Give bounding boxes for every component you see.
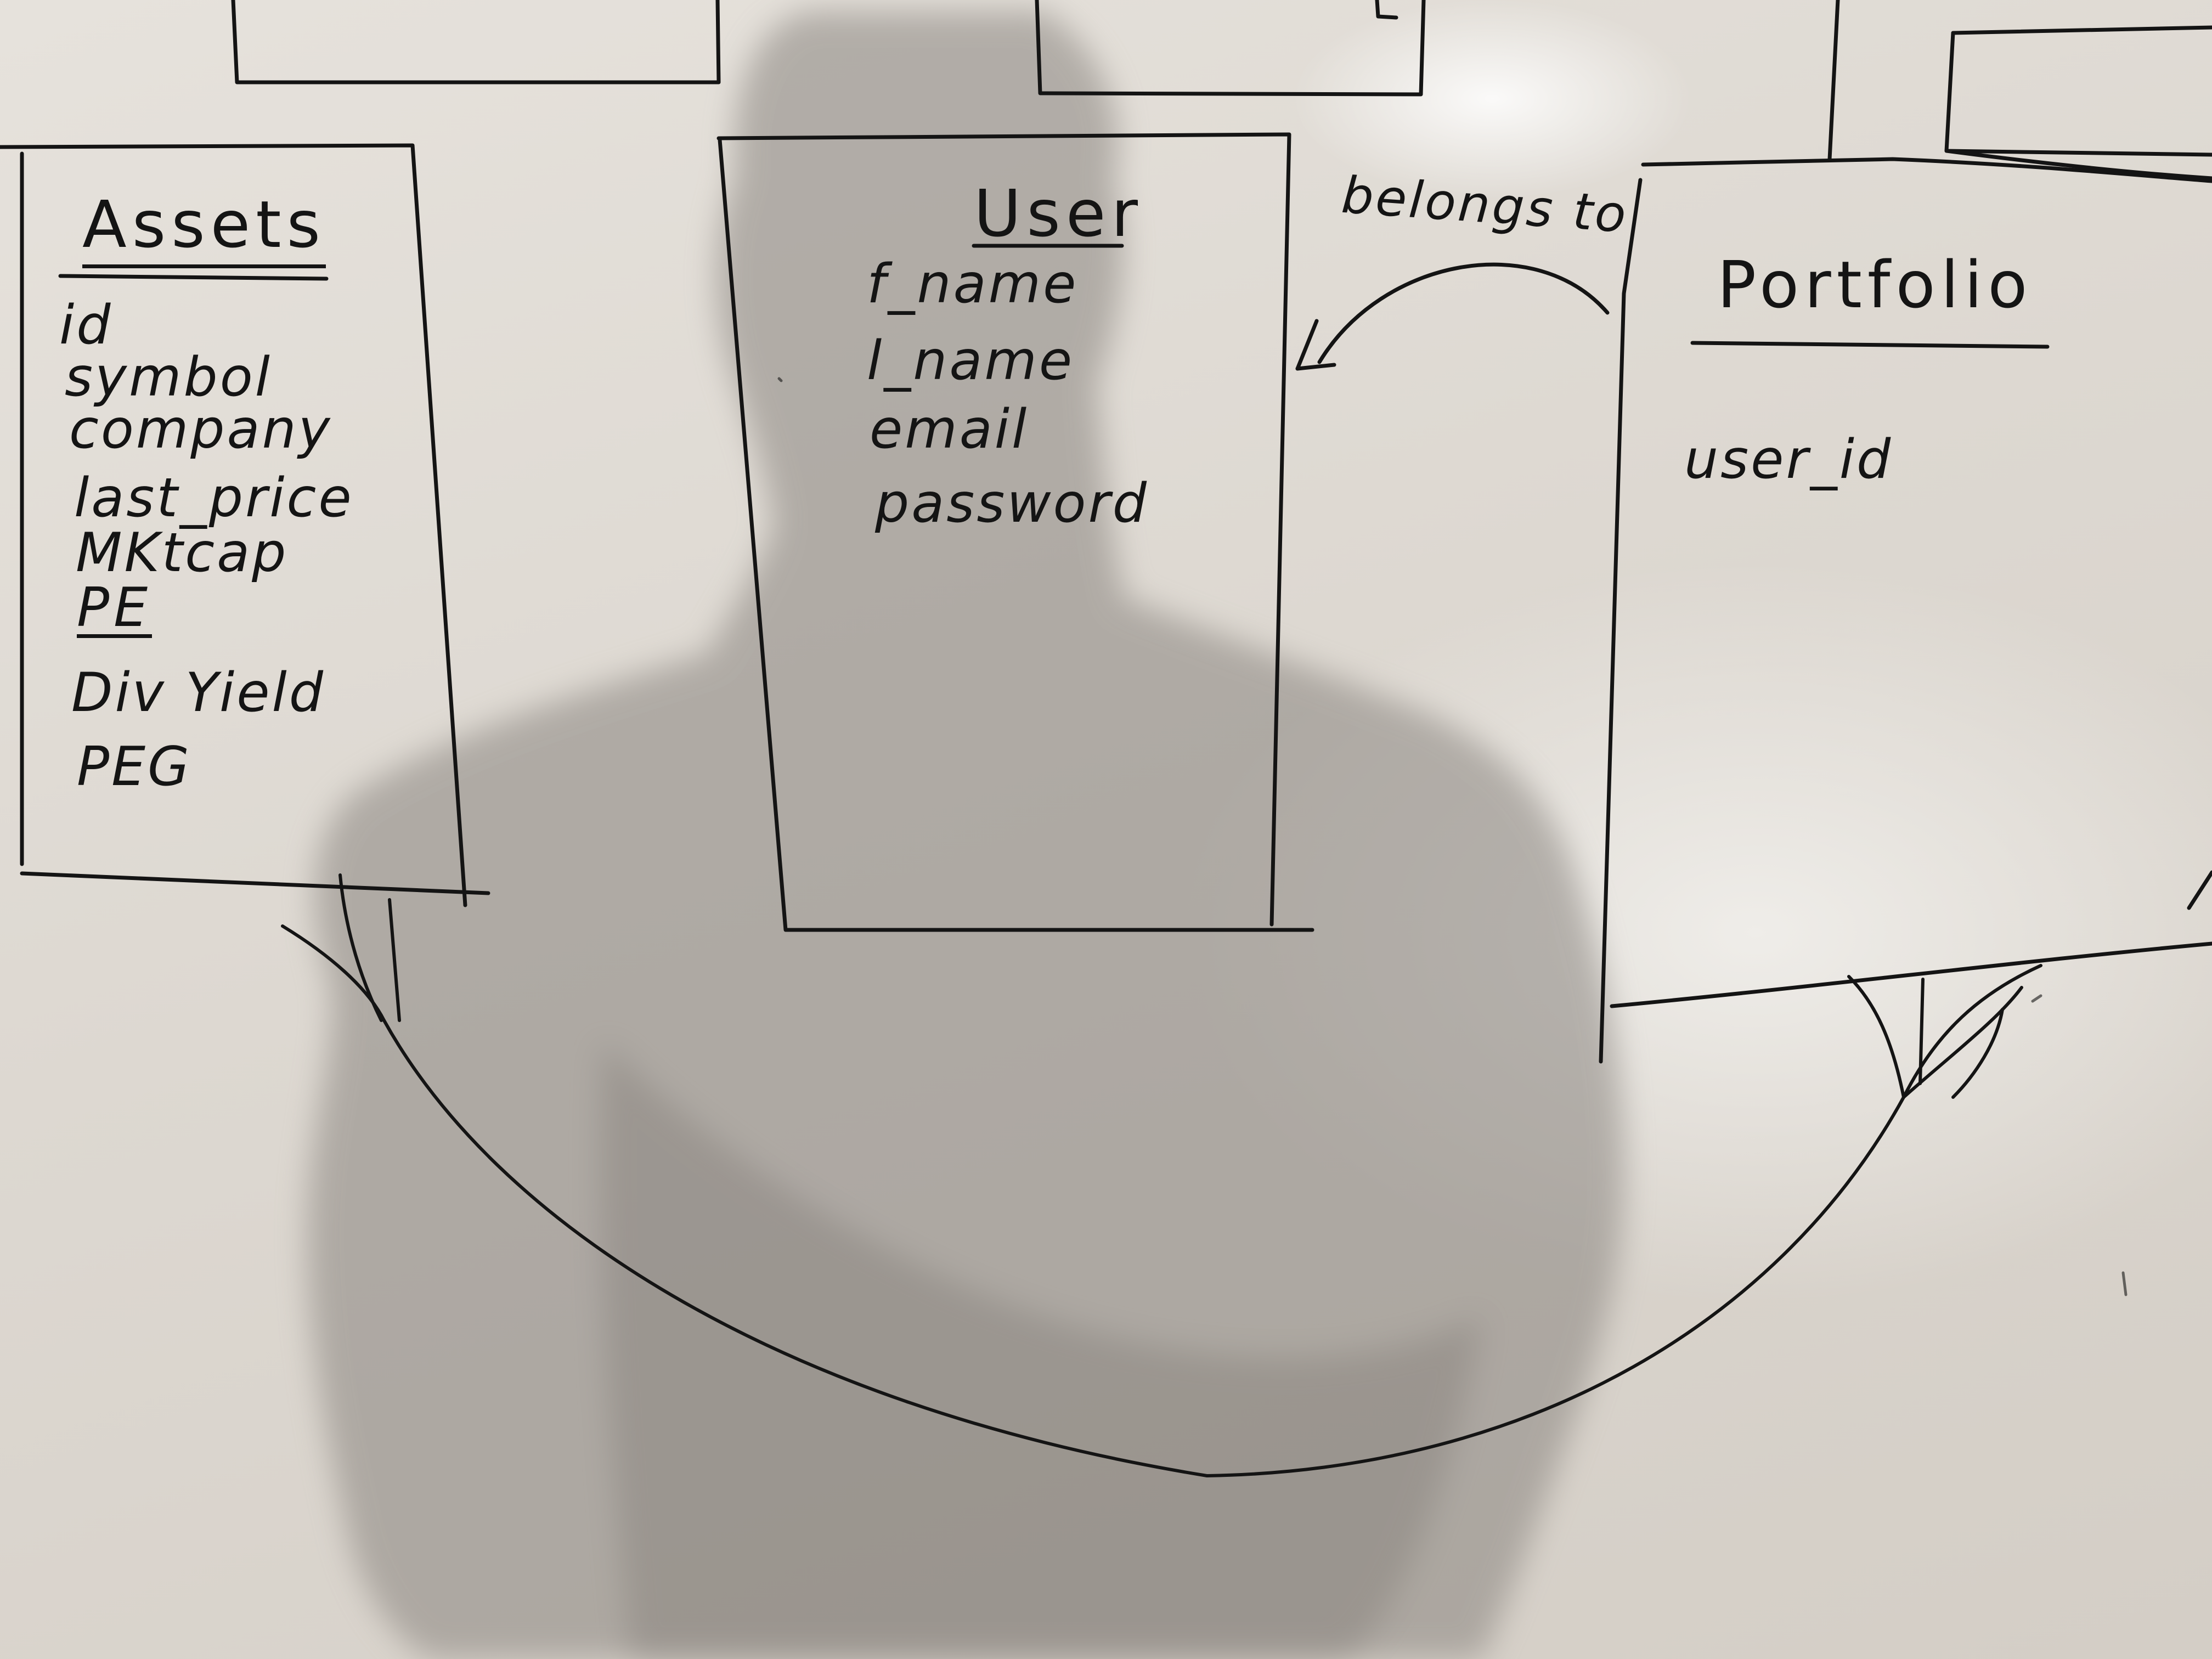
entity-field: company: [69, 398, 332, 461]
entity-field: f_name: [867, 253, 1079, 315]
user-box: [716, 132, 1314, 932]
entity-field-pe: PE: [77, 577, 153, 639]
assets-box: [0, 143, 490, 907]
entity-field: symbol: [65, 346, 272, 409]
entity-title-portfolio: Portfolio: [1717, 247, 2033, 323]
entity-field: last_price: [74, 467, 354, 529]
entity-field: MKtcap: [76, 522, 289, 584]
entity-field: l_name: [867, 330, 1075, 392]
entity-title-assets: Assets: [82, 187, 326, 268]
entity-field: Div Yield: [71, 662, 325, 724]
entity-field: email: [870, 398, 1029, 461]
entity-field: password: [875, 472, 1149, 535]
entity-field: PEG: [77, 736, 191, 798]
entity-field: user_id: [1684, 428, 1893, 491]
assets-portfolio-connector: [281, 873, 2042, 1477]
portfolio-box: [1599, 157, 2212, 1064]
entity-title-user: User: [974, 176, 1143, 251]
entity-field: id: [59, 294, 113, 357]
belongs-to-arrow: [1295, 262, 1610, 371]
